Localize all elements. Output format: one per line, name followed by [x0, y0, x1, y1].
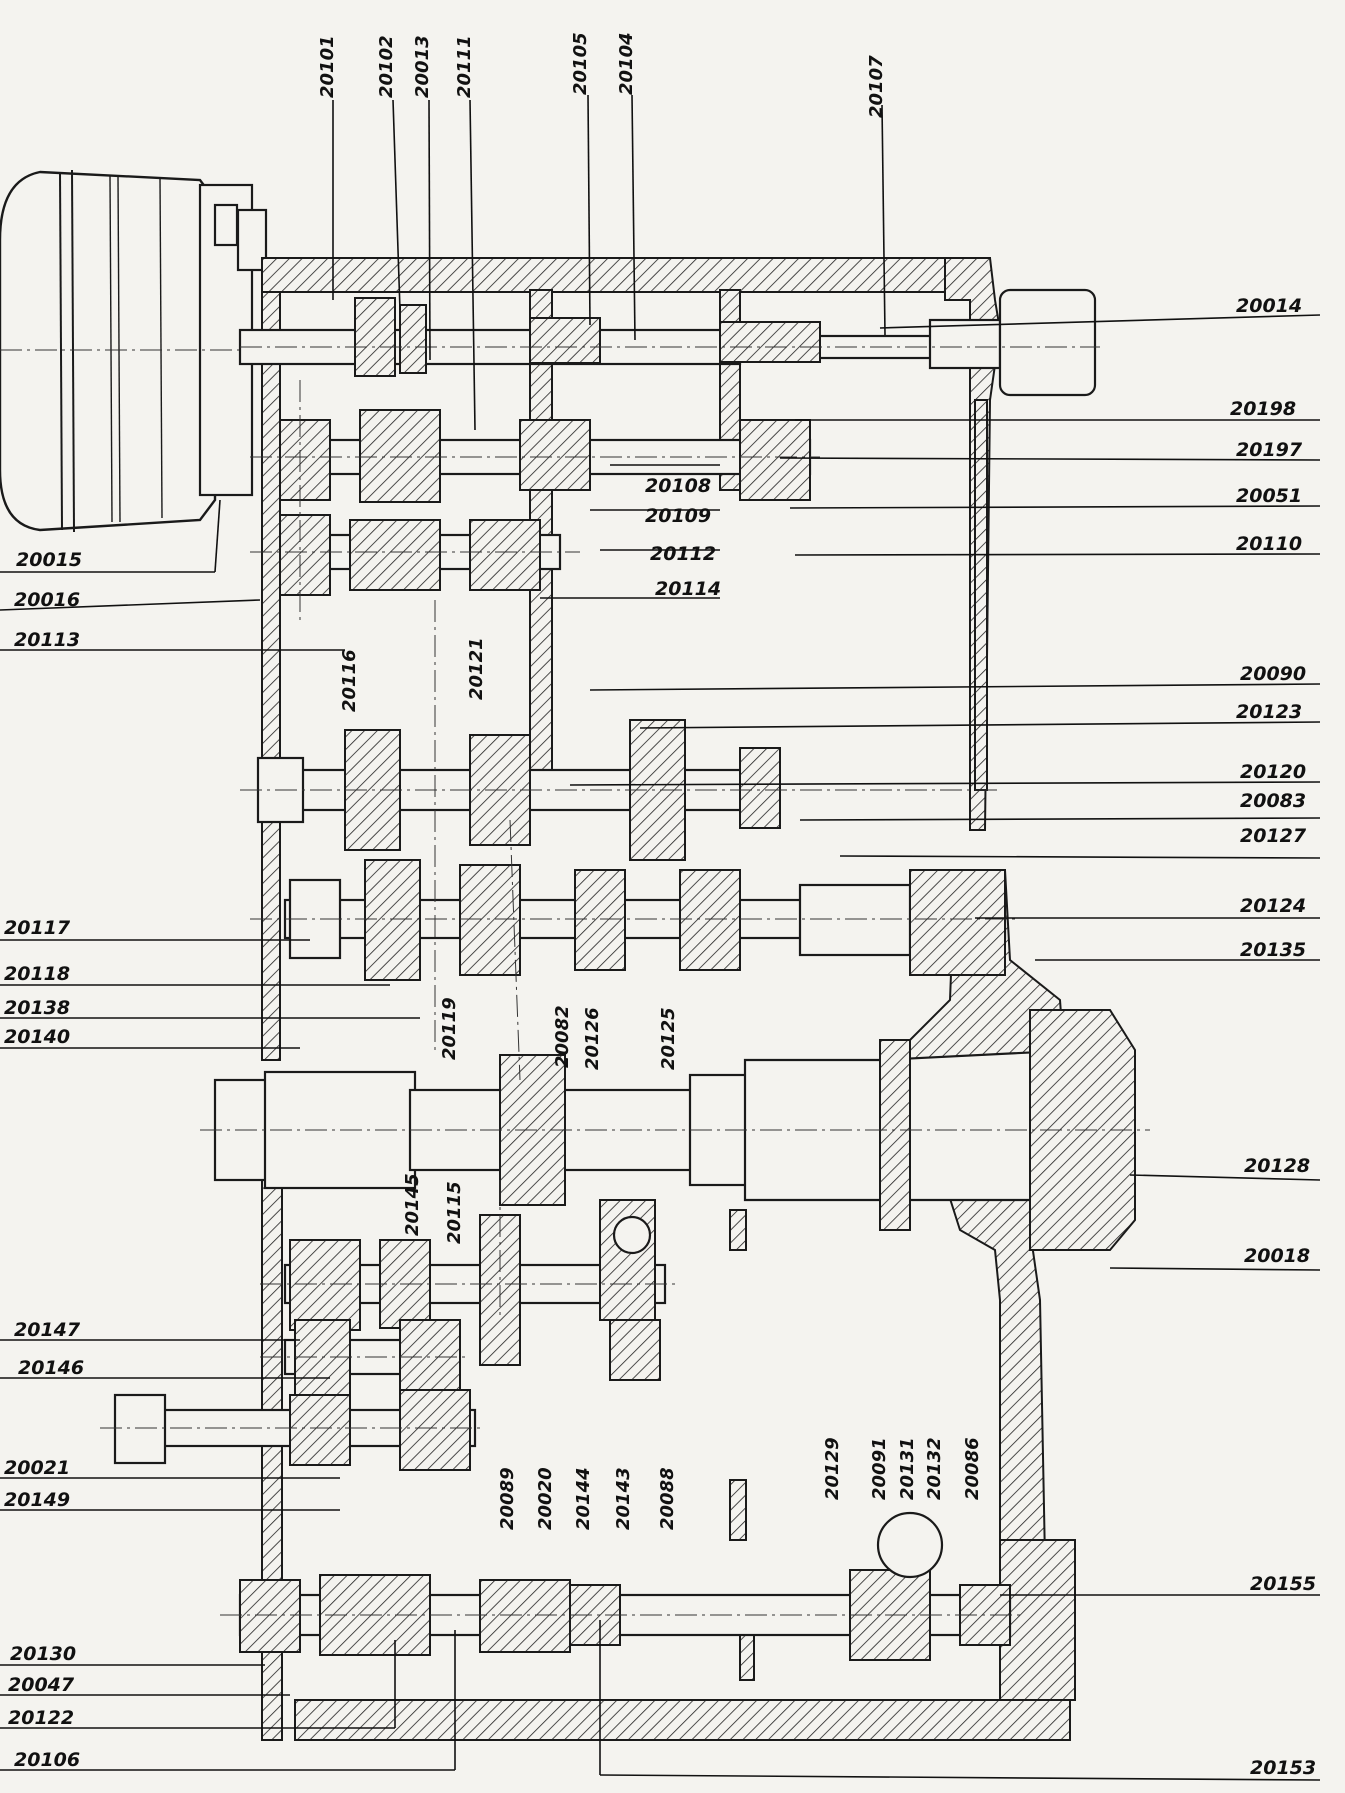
callout-label: 20112 — [650, 543, 716, 565]
callout-label: 20197 — [1236, 439, 1303, 461]
intermediate-shaft — [240, 719, 1000, 861]
callout-label: 20146 — [18, 1357, 84, 1379]
auxiliary-shaft — [260, 1319, 470, 1396]
callout-label: 20089 — [497, 1467, 518, 1530]
callout-label: 20120 — [1240, 761, 1306, 783]
callout-label: 20021 — [4, 1457, 70, 1479]
callout-label: 20125 — [658, 1007, 679, 1070]
callout-label: 20138 — [4, 997, 70, 1019]
callout-label: 20128 — [1244, 1155, 1310, 1177]
callout-label: 20047 — [8, 1674, 75, 1696]
callout-label: 20020 — [535, 1467, 556, 1530]
callout-label: 20016 — [14, 589, 80, 611]
callout-label: 20147 — [14, 1319, 81, 1341]
callout-label: 20129 — [822, 1437, 843, 1500]
callout-label: 20105 — [570, 32, 591, 95]
callout-label: 20127 — [1240, 825, 1307, 847]
callout-label: 20082 — [552, 1005, 573, 1068]
callout-label: 20014 — [1236, 295, 1302, 317]
input-shaft — [238, 288, 1100, 397]
third-shaft — [250, 514, 580, 596]
main-spindle — [200, 1009, 1150, 1251]
callout-label: 20108 — [645, 475, 711, 497]
callout-label: 20109 — [645, 505, 711, 527]
callout-label: 20114 — [655, 578, 721, 600]
inner-horizontal-callouts: 20108 20109 20112 20114 — [645, 475, 721, 600]
callout-label: 20051 — [1236, 485, 1302, 507]
callout-label: 20113 — [14, 629, 80, 651]
callout-label: 20143 — [613, 1467, 634, 1530]
callout-label: 20130 — [10, 1643, 76, 1665]
top-callouts: 20101 20102 20013 20111 20105 20104 2010… — [317, 32, 887, 118]
callout-label: 20155 — [1250, 1573, 1316, 1595]
leader-lines — [0, 94, 1321, 1781]
callout-label: 20198 — [1230, 398, 1296, 420]
callout-label: 20013 — [412, 35, 433, 98]
callout-label: 20088 — [657, 1467, 678, 1530]
second-shaft — [250, 409, 820, 503]
callout-label: 20018 — [1244, 1245, 1310, 1267]
callout-label: 20116 — [339, 649, 360, 712]
callout-label: 20015 — [16, 549, 82, 571]
callout-label: 20140 — [4, 1026, 70, 1048]
callout-label: 20083 — [1240, 790, 1306, 812]
callout-label: 20126 — [582, 1007, 603, 1070]
callout-label: 20144 — [573, 1467, 594, 1530]
callout-label: 20122 — [8, 1707, 74, 1729]
callout-label: 20086 — [962, 1437, 983, 1500]
callout-label: 20135 — [1240, 939, 1306, 961]
callout-label: 20107 — [866, 55, 887, 118]
callout-label: 20106 — [14, 1749, 80, 1771]
callout-label: 20149 — [4, 1489, 70, 1511]
callout-label: 20119 — [439, 997, 460, 1060]
callout-label: 20131 — [897, 1437, 918, 1500]
handwheel-shaft — [100, 1389, 480, 1471]
callout-label: 20132 — [924, 1437, 945, 1500]
callout-label: 20121 — [466, 637, 487, 700]
drive-shaft — [250, 859, 1020, 981]
callout-label: 20117 — [4, 917, 71, 939]
callout-label: 20145 — [402, 1173, 423, 1236]
callout-label: 20118 — [4, 963, 70, 985]
callout-label: 20111 — [454, 35, 475, 98]
callout-label: 20091 — [869, 1437, 890, 1500]
callout-label: 20104 — [616, 32, 637, 95]
callout-label: 20102 — [376, 35, 397, 98]
callout-label: 20090 — [1240, 663, 1306, 685]
inner-vertical-callouts: 20116 20121 20119 20082 20126 20125 2014… — [339, 637, 983, 1530]
callout-label: 20101 — [317, 35, 338, 98]
callout-label: 20124 — [1240, 895, 1306, 917]
right-callouts: 20014 20198 20197 20051 20110 20090 2012… — [1230, 295, 1316, 1779]
bottom-shaft — [220, 1511, 1020, 1661]
left-callouts: 20015 20016 20113 20117 20118 20138 2014… — [4, 549, 84, 1771]
callout-label: 20153 — [1250, 1757, 1316, 1779]
callout-label: 20115 — [444, 1181, 465, 1244]
feed-shaft — [260, 1199, 680, 1381]
callout-label: 20110 — [1236, 533, 1302, 555]
callout-label: 20123 — [1236, 701, 1302, 723]
